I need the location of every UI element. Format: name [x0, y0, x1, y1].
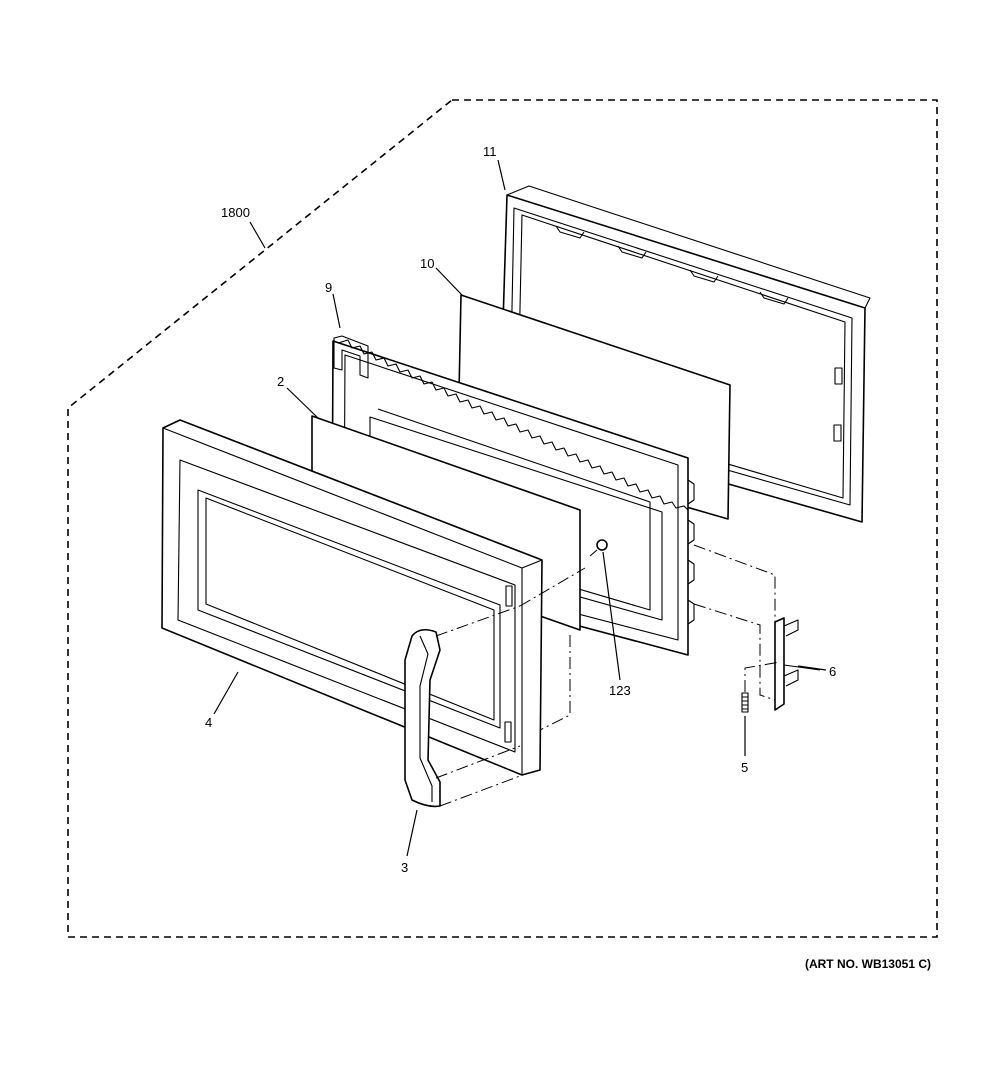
part-5-spring: [741, 692, 749, 713]
label-5: 5: [741, 760, 748, 775]
label-9: 9: [325, 280, 332, 295]
part-3-handle: [404, 628, 441, 808]
leader-lines: [213, 159, 827, 857]
label-11: 11: [483, 144, 497, 159]
label-4: 4: [205, 715, 212, 730]
part-123-screw: [589, 539, 608, 557]
part-4-door-frame: [161, 419, 543, 776]
art-number: (ART NO. WB13051 C): [805, 957, 931, 971]
callout-labels: 1800 11 10 9 2 4 3 123 6 5: [205, 144, 836, 875]
label-1800: 1800: [221, 205, 250, 220]
label-3: 3: [401, 860, 408, 875]
assembly-boundary: [67, 99, 938, 938]
label-2: 2: [277, 374, 284, 389]
label-123: 123: [609, 683, 631, 698]
label-10: 10: [420, 256, 434, 271]
alignment-lines: [435, 544, 781, 807]
part-6-latch: [774, 617, 821, 711]
label-6: 6: [829, 664, 836, 679]
